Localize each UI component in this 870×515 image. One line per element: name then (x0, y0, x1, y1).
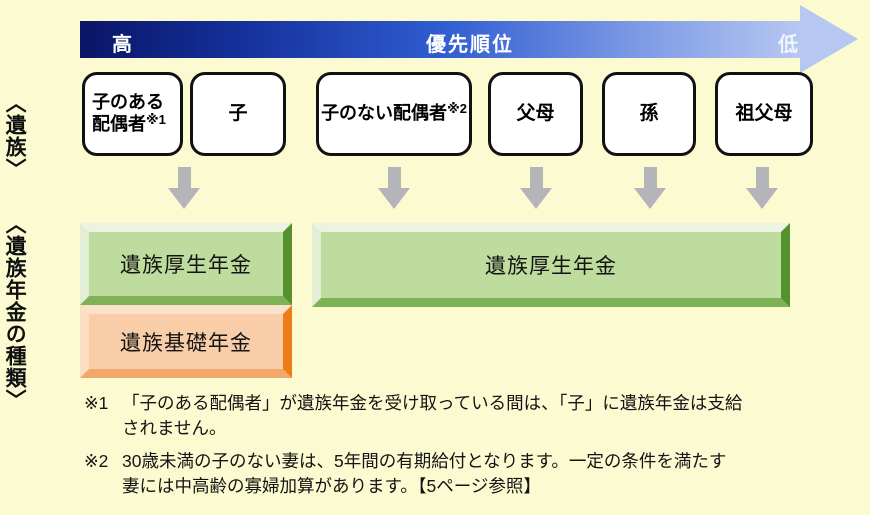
beneficiary-label: 配偶者 (92, 114, 146, 134)
beneficiary-label-line: 祖父母 (735, 103, 792, 126)
footnote-marker: ※2 (84, 451, 109, 471)
beneficiary-box-parents: 父母 (488, 72, 583, 156)
beneficiary-label: 子のある (92, 92, 164, 113)
arrow-stem (643, 167, 657, 188)
pension-box-kosei-wide: 遺族厚生年金 (312, 223, 790, 307)
beneficiary-box-grandchildren: 孫 (602, 72, 696, 156)
down-arrow-icon (168, 167, 200, 209)
arrow-head (634, 188, 666, 209)
beneficiary-box-children: 子 (190, 72, 286, 156)
side-label-survivors: 〈遺族〉 (3, 92, 27, 180)
beneficiary-label: 祖父母 (735, 102, 793, 124)
footnote-1: ※1 「子のある配偶者」が遺族年金を受け取っている間は、「子」に遺族年金は支給 … (84, 391, 838, 441)
beneficiary-label: 父母 (516, 102, 555, 124)
priority-high-label: 高 (112, 34, 134, 56)
footnote-marker: ※1 (84, 393, 109, 413)
footnote-ref: ※1 (146, 112, 166, 127)
priority-bar (80, 21, 800, 58)
pension-box-kosei-left: 遺族厚生年金 (80, 223, 292, 305)
arrow-stem (387, 167, 401, 188)
footnote-text: 「子のある配偶者」が遺族年金を受け取っている間は、「子」に遺族年金は支給 されま… (122, 391, 838, 441)
footnote-line: 「子のある配偶者」が遺族年金を受け取っている間は、「子」に遺族年金は支給 (122, 393, 743, 413)
beneficiary-label: 子 (228, 102, 248, 124)
side-label-pension-types: 〈遺族年金の種類〉 (3, 213, 27, 411)
down-arrow-icon (520, 167, 552, 209)
beneficiary-label-line: 配偶者※1 (92, 112, 166, 136)
footnote-line: 30歳未満の子のない妻は、5年間の有期給付となります。一定の条件を満たす (122, 451, 727, 471)
arrow-head (168, 188, 200, 209)
priority-bar-arrowhead-icon (800, 5, 858, 73)
priority-low-label: 低 (778, 34, 800, 56)
beneficiary-box-spouse-with-children: 子のある 配偶者※1 (82, 72, 183, 156)
pension-box-label: 遺族厚生年金 (120, 254, 252, 277)
arrow-stem (177, 167, 191, 188)
footnote-line: 妻には中高齢の寡婦加算があります。【5ページ参照】 (122, 475, 541, 496)
pension-box-label: 遺族厚生年金 (485, 255, 617, 278)
priority-title: 優先順位 (426, 34, 514, 56)
beneficiary-box-spouse-without-children: 子のない配偶者※2 (316, 72, 472, 156)
arrow-stem (529, 167, 543, 188)
pension-box-label: 遺族基礎年金 (120, 331, 252, 355)
arrow-head (746, 188, 778, 209)
down-arrow-icon (634, 167, 666, 209)
beneficiary-label-line: 父母 (516, 103, 554, 126)
arrow-head (378, 188, 410, 209)
beneficiary-label-line: 子のない配偶者※2 (321, 101, 467, 125)
beneficiary-label: 孫 (639, 102, 659, 124)
beneficiary-label-line: 子のある (92, 92, 164, 114)
pension-box-kiso: 遺族基礎年金 (80, 305, 292, 378)
arrow-stem (755, 167, 769, 188)
arrow-head (520, 188, 552, 209)
down-arrow-icon (746, 167, 778, 209)
footnote-line: されません。 (122, 417, 227, 438)
beneficiary-label-line: 子 (228, 103, 247, 126)
footnote-text: 30歳未満の子のない妻は、5年間の有期給付となります。一定の条件を満たす 妻には… (122, 449, 838, 499)
footnote-2: ※2 30歳未満の子のない妻は、5年間の有期給付となります。一定の条件を満たす … (84, 449, 838, 499)
beneficiary-box-grandparents: 祖父母 (715, 72, 813, 156)
beneficiary-label-line: 孫 (639, 103, 658, 126)
down-arrow-icon (378, 167, 410, 209)
footnote-ref: ※2 (447, 101, 467, 117)
beneficiary-label: 子のない配偶者 (321, 103, 448, 124)
